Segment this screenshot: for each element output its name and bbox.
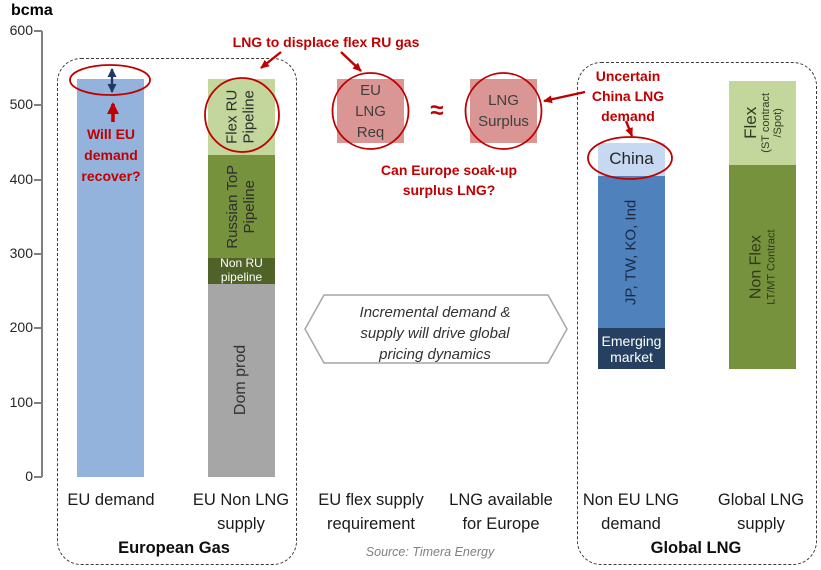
y-tick-mark [34,401,42,404]
group-label-global-lng: Global LNG [650,539,742,557]
category-label-eu-flex-supply: EU flex supply requirement [318,491,424,533]
y-tick-label-400: 400 [9,170,33,187]
bar-segment-label: Flex(ST contract/Spot) [740,92,785,153]
y-tick-label-500: 500 [9,96,33,113]
note-will-eu-demand-recover: Will EU demand recover? [81,126,141,184]
european-gas-group-box [57,58,297,565]
bar-segment-label: JP, TW, KO, Ind [622,199,640,305]
category-label-global-lng: Global LNG supply [717,491,805,533]
bar-segment-jp-tw-ko-ind: JP, TW, KO, Ind [598,175,665,329]
bar-segment-dom-prod: Dom prod [208,283,275,477]
y-axis-line [41,31,43,477]
y-tick-mark [34,104,42,107]
bar-segment-label: Dom prod [232,345,250,416]
category-label-eu-demand: EU demand [67,491,155,509]
category-label-non-eu-lng: Non EU LNG demand [582,491,680,533]
bar-segment-china: China [598,142,665,176]
lng-surplus-box: LNG Surplus [470,79,537,143]
y-tick-mark [34,178,42,181]
y-tick-label-0: 0 [25,468,33,484]
bar-segment-label: China [609,149,654,169]
hexagon-callout-text: Incremental demand & supply will drive g… [359,304,511,363]
note-uncertain-china-demand: Uncertain China LNG demand [591,68,665,124]
bar-segment-eu-demand [77,79,144,477]
note-lng-displace: LNG to displace flex RU gas [232,34,420,50]
global-lng-group-box [577,62,817,565]
note-can-europe-soak-up: Can Europe soak-up surplus LNG? [380,162,518,198]
eu-lng-req-label: EU LNG Req [355,81,386,141]
arrow-displace-to-req [340,51,362,72]
y-tick-label-300: 300 [9,245,33,261]
y-tick-mark [34,30,42,32]
y-tick-mark [34,476,42,478]
category-label-lng-available: LNG available for Europe [449,491,553,533]
y-tick-mark [34,327,42,330]
y-tick-label-200: 200 [9,319,33,336]
lng-surplus-label: LNG Surplus [478,92,529,130]
y-axis-unit-label: bcma [11,2,53,19]
y-tick-label-100: 100 [9,393,33,410]
eu-lng-req-box: EU LNG Req [337,79,404,143]
source-credit: Source: Timera Energy [365,545,495,559]
approx-equal-symbol: ≈ [430,97,444,124]
y-tick-mark [34,253,42,255]
bar-segment-flex-st-contract-spot: Flex(ST contract/Spot) [729,80,796,165]
group-label-european-gas: European Gas [118,539,230,557]
y-tick-label-600: 600 [9,22,33,38]
category-label-eu-non-lng: EU Non LNG supply [192,491,290,533]
